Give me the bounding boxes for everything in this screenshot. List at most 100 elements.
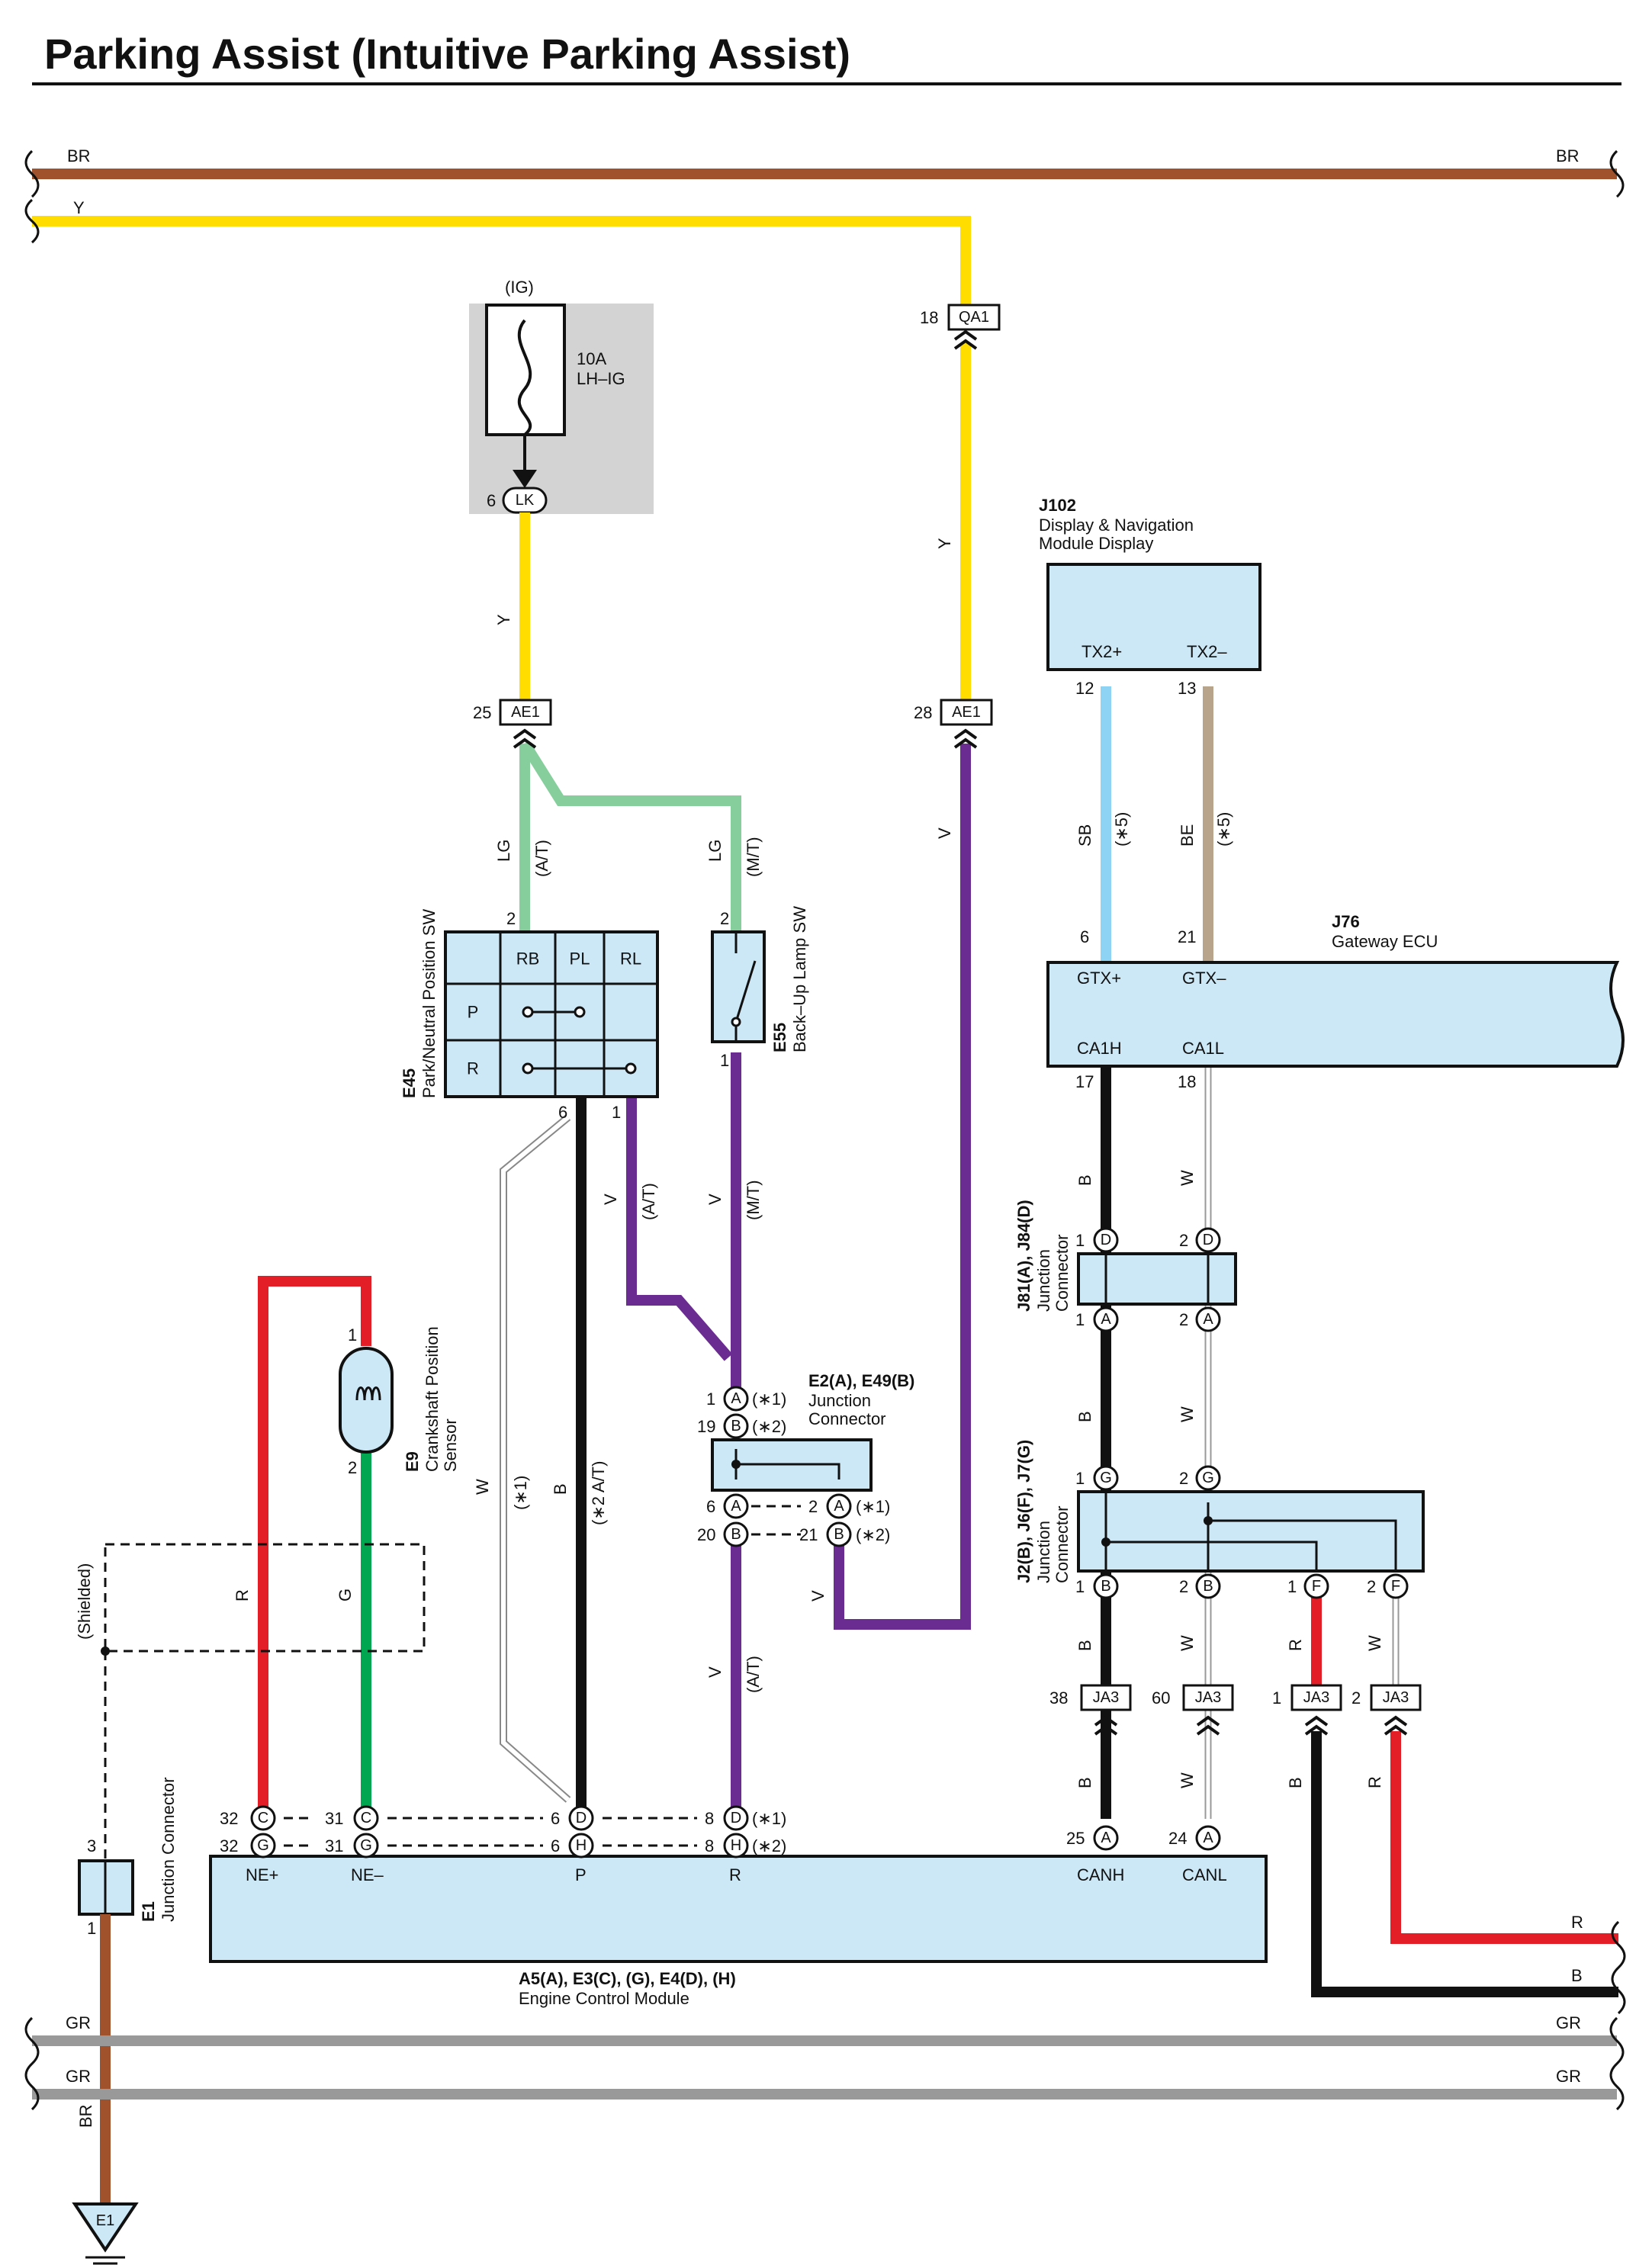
bus-y-top: Y <box>24 198 971 313</box>
v-at-label: V <box>601 1194 620 1205</box>
wire-r-right <box>1390 1731 1618 1944</box>
svg-text:GR: GR <box>66 2067 91 2086</box>
svg-text:6: 6 <box>551 1809 560 1828</box>
connector-qa1: QA1 18 <box>920 304 1001 350</box>
j81-id: J81(A), J84(D) <box>1014 1200 1033 1312</box>
be-label: BE <box>1178 824 1197 847</box>
svg-text:1: 1 <box>1075 1310 1085 1329</box>
switch-icon <box>734 960 757 1023</box>
svg-text:P: P <box>468 1003 479 1022</box>
j76-name: Gateway ECU <box>1332 932 1438 951</box>
v-r-note: (A/T) <box>744 1656 763 1693</box>
sb-note: (∗5) <box>1112 812 1131 847</box>
svg-text:1: 1 <box>1272 1688 1281 1708</box>
bus-gr: GR GR GR GR <box>24 2013 1625 2111</box>
svg-text:1: 1 <box>348 1325 357 1345</box>
e1-id: E1 <box>139 1901 158 1922</box>
svg-text:B: B <box>1101 1578 1110 1595</box>
svg-text:A: A <box>1101 1311 1111 1328</box>
svg-text:NE+: NE+ <box>246 1865 278 1884</box>
w-j81-label: W <box>1178 1170 1197 1186</box>
svg-text:25: 25 <box>1066 1829 1085 1848</box>
w-j2f-label: W <box>1365 1635 1384 1651</box>
component-ecm: NE+ NE– P R CANH CANL A5(A), E3(C), (G),… <box>209 1805 1268 2008</box>
svg-text:JA3: JA3 <box>1303 1689 1329 1706</box>
wire-b-right <box>1311 1731 1618 1997</box>
svg-text:B: B <box>1203 1578 1213 1595</box>
svg-text:RB: RB <box>516 949 540 969</box>
svg-text:6: 6 <box>551 1836 560 1855</box>
fuse-pin-num: 6 <box>487 491 496 510</box>
j76-ca1h: CA1H <box>1077 1039 1122 1058</box>
j102-line1: Display & Navigation <box>1039 516 1194 535</box>
v-main-label: V <box>935 827 954 839</box>
j76-gtxp: GTX+ <box>1077 969 1121 988</box>
svg-text:2: 2 <box>506 909 516 928</box>
br-left-label: BR <box>67 146 91 165</box>
bus-br-top: BR BR <box>24 146 1625 198</box>
w-j2b-label: W <box>1178 1635 1197 1651</box>
svg-text:A: A <box>731 1390 741 1407</box>
svg-text:JA3: JA3 <box>1383 1689 1409 1706</box>
svg-text:GR: GR <box>1556 2067 1581 2086</box>
svg-text:1: 1 <box>706 1390 715 1409</box>
svg-text:R: R <box>467 1059 479 1078</box>
lg-at-label: LG <box>494 840 513 862</box>
svg-text:21: 21 <box>1178 927 1196 946</box>
b-j81-label: B <box>1075 1174 1094 1186</box>
connector-ja3-row: JA3 38 JA3 60 JA3 1 JA3 2 <box>1049 1684 1422 1736</box>
j76-id: J76 <box>1332 912 1360 931</box>
r-right-label: R <box>1571 1913 1583 1932</box>
svg-text:G: G <box>1100 1470 1112 1486</box>
svg-text:1: 1 <box>1075 1231 1085 1250</box>
svg-text:A: A <box>1101 1830 1111 1846</box>
svg-text:G: G <box>1202 1470 1214 1486</box>
svg-text:18: 18 <box>1178 1072 1196 1091</box>
wire-r-crank <box>258 1276 371 1819</box>
e1-name: Junction Connector <box>159 1777 178 1922</box>
svg-text:(∗1): (∗1) <box>752 1390 786 1409</box>
svg-text:C: C <box>258 1810 268 1826</box>
qa1-num: 18 <box>920 308 938 327</box>
wire-w-shield <box>500 1114 571 1803</box>
svg-text:(∗2): (∗2) <box>752 1836 786 1855</box>
component-e9: 1 2 E9 Crankshaft Position Sensor <box>339 1325 460 1477</box>
be-note: (∗5) <box>1214 812 1233 847</box>
svg-text:G: G <box>257 1837 269 1854</box>
fuse-icon <box>517 319 532 436</box>
j76-gtxm: GTX– <box>1182 969 1226 988</box>
e9-line1: Crankshaft Position <box>423 1326 442 1472</box>
b-ja3c-label: B <box>1286 1777 1305 1788</box>
svg-text:32: 32 <box>220 1809 238 1828</box>
r-ja3d-label: R <box>1365 1776 1384 1788</box>
j102-pin-tx2m: TX2– <box>1187 642 1227 661</box>
svg-text:2: 2 <box>1179 1577 1188 1596</box>
fuse-rating: 10A <box>577 349 606 368</box>
ecm-id: A5(A), E3(C), (G), E4(D), (H) <box>519 1969 736 1988</box>
j102-line2: Module Display <box>1039 534 1153 553</box>
svg-text:Junction: Junction <box>808 1391 871 1410</box>
svg-text:P: P <box>575 1865 587 1884</box>
svg-text:RL: RL <box>620 949 641 969</box>
svg-text:3: 3 <box>87 1836 96 1855</box>
svg-text:H: H <box>576 1837 587 1854</box>
svg-text:6: 6 <box>1080 927 1089 946</box>
svg-text:(∗2): (∗2) <box>752 1417 786 1436</box>
svg-text:1: 1 <box>1075 1577 1085 1596</box>
svg-text:GR: GR <box>66 2013 91 2032</box>
svg-text:R: R <box>729 1865 741 1884</box>
sensor-coil-icon <box>355 1386 381 1401</box>
j2-id: J2(B), J6(F), J7(G) <box>1014 1440 1033 1583</box>
svg-text:38: 38 <box>1049 1688 1068 1708</box>
svg-text:CANH: CANH <box>1077 1865 1124 1884</box>
svg-text:A: A <box>1203 1311 1213 1328</box>
wire-v-at <box>626 1098 733 1361</box>
connector-ae1-right: AE1 28 <box>914 699 993 749</box>
qa1-id: QA1 <box>959 309 989 326</box>
svg-text:NE–: NE– <box>351 1865 384 1884</box>
svg-text:32: 32 <box>220 1836 238 1855</box>
shield-box <box>104 1543 426 1653</box>
svg-text:21: 21 <box>799 1525 818 1544</box>
r-j2f-label: R <box>1286 1639 1305 1651</box>
svg-text:8: 8 <box>705 1836 714 1855</box>
